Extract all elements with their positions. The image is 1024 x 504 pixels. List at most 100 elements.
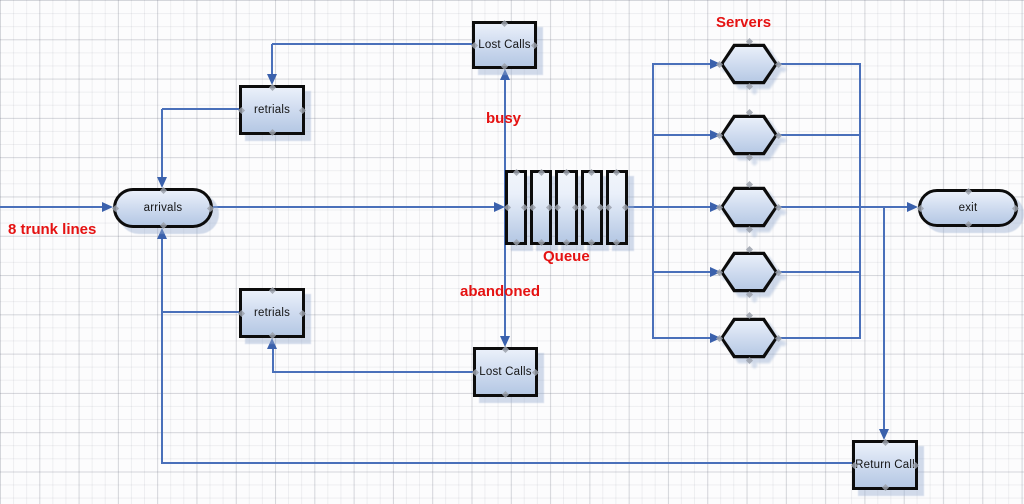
node-retrials-bottom[interactable]: retrials bbox=[237, 286, 307, 340]
annotation-servers[interactable]: Servers bbox=[716, 14, 772, 31]
connector-feedback-to-arrivals[interactable] bbox=[161, 239, 163, 464]
connector-server-rail-right[interactable] bbox=[859, 63, 861, 339]
connection-point bbox=[500, 62, 509, 71]
connection-point bbox=[503, 203, 512, 212]
connection-point bbox=[521, 203, 529, 212]
node-exit[interactable]: exit bbox=[916, 187, 1020, 229]
arrowhead bbox=[710, 130, 721, 140]
node-queue[interactable] bbox=[503, 168, 630, 247]
connection-point bbox=[881, 438, 889, 447]
arrowhead bbox=[157, 177, 167, 188]
node-server-3[interactable] bbox=[715, 180, 783, 234]
arrowhead bbox=[907, 202, 918, 212]
annotation-abandoned[interactable]: abandoned bbox=[460, 283, 541, 300]
connector-lost-calls-top-to-retrials[interactable] bbox=[271, 44, 273, 74]
connection-point bbox=[1011, 204, 1020, 212]
hexagon-fill bbox=[723, 46, 775, 82]
node-return-call[interactable]: Return Call bbox=[850, 438, 920, 492]
annotation-trunk-lines[interactable]: 8 trunk lines bbox=[8, 221, 97, 238]
connector-feed-server-5[interactable] bbox=[653, 337, 710, 339]
connector-server-5-out[interactable] bbox=[777, 337, 861, 339]
node-server-4[interactable] bbox=[715, 245, 783, 299]
connection-point bbox=[111, 204, 120, 212]
connector-lost-calls-bottom-to-retrials[interactable] bbox=[272, 349, 274, 372]
connector-retrials-top-out[interactable] bbox=[162, 108, 240, 110]
connector-busy-to-lost-calls-top[interactable] bbox=[504, 80, 506, 207]
connector-servers-to-exit[interactable] bbox=[777, 206, 907, 208]
arrowhead bbox=[710, 59, 721, 69]
node-label: retrials bbox=[253, 307, 291, 319]
arrowhead bbox=[494, 202, 505, 212]
connection-point bbox=[745, 153, 753, 162]
connection-point bbox=[470, 41, 479, 49]
connection-point bbox=[571, 203, 579, 212]
connector-server-4-out[interactable] bbox=[777, 271, 861, 273]
connection-point bbox=[529, 203, 537, 212]
node-label: retrials bbox=[253, 104, 291, 116]
node-lost-calls-bottom[interactable]: Lost Calls bbox=[471, 345, 540, 399]
connection-point bbox=[554, 203, 562, 212]
annotation-queue[interactable]: Queue bbox=[543, 248, 590, 265]
connector-feed-server-4[interactable] bbox=[653, 271, 710, 273]
connector-trunk-input[interactable] bbox=[0, 206, 103, 208]
connector-feed-server-1[interactable] bbox=[653, 63, 710, 65]
node-server-2[interactable] bbox=[715, 108, 783, 162]
connection-point bbox=[298, 309, 307, 317]
arrowhead bbox=[710, 333, 721, 343]
connection-point bbox=[512, 238, 520, 247]
connection-point bbox=[745, 225, 753, 234]
node-label: Lost Calls bbox=[478, 39, 531, 51]
connector-abandoned-to-lost-calls-bottom[interactable] bbox=[504, 207, 506, 336]
node-retrials-top[interactable]: retrials bbox=[237, 83, 307, 137]
connector-branch-to-return-call[interactable] bbox=[883, 207, 885, 429]
connection-point bbox=[159, 221, 167, 230]
connector-retrials-bottom-out[interactable] bbox=[162, 311, 240, 313]
connector-lost-calls-top-out[interactable] bbox=[272, 43, 472, 45]
connection-point bbox=[268, 286, 276, 295]
connection-point bbox=[911, 461, 920, 469]
connection-point bbox=[621, 203, 630, 212]
connection-point bbox=[964, 220, 972, 229]
connection-point bbox=[774, 334, 783, 342]
node-lost-calls-top[interactable]: Lost Calls bbox=[470, 19, 539, 71]
arrowhead bbox=[157, 228, 167, 239]
queue-slot bbox=[529, 168, 554, 247]
annotation-busy[interactable]: busy bbox=[486, 110, 522, 127]
hexagon-fill bbox=[723, 189, 775, 225]
queue-slot bbox=[554, 168, 579, 247]
connector-server-rail-left[interactable] bbox=[652, 63, 654, 339]
connection-point bbox=[604, 203, 612, 212]
connector-queue-to-servers[interactable] bbox=[628, 206, 710, 208]
arrowhead bbox=[267, 74, 277, 85]
connector-server-1-out[interactable] bbox=[777, 63, 861, 65]
arrowhead bbox=[500, 336, 510, 347]
connector-retrials-top-to-arrivals[interactable] bbox=[161, 109, 163, 177]
connector-arrivals-to-queue[interactable] bbox=[213, 206, 494, 208]
connection-point bbox=[613, 168, 621, 177]
connection-point bbox=[268, 331, 276, 340]
connector-return-call-out[interactable] bbox=[162, 462, 852, 464]
connection-point bbox=[237, 106, 246, 114]
node-label: Return Call bbox=[855, 459, 915, 471]
connector-lost-calls-bottom-out[interactable] bbox=[272, 371, 475, 373]
connection-point bbox=[268, 83, 276, 92]
hexagon-fill bbox=[723, 320, 775, 356]
connector-feed-server-2[interactable] bbox=[653, 134, 710, 136]
node-server-1[interactable] bbox=[715, 37, 783, 91]
connection-point bbox=[774, 268, 783, 276]
connection-point bbox=[298, 106, 307, 114]
connection-point bbox=[501, 390, 510, 399]
connection-point bbox=[964, 187, 972, 196]
connection-point bbox=[512, 168, 520, 177]
node-server-5[interactable] bbox=[715, 311, 783, 365]
arrowhead bbox=[710, 202, 721, 212]
node-arrivals[interactable]: arrivals bbox=[111, 186, 215, 230]
connection-point bbox=[596, 203, 604, 212]
connection-point bbox=[562, 238, 571, 247]
connection-point bbox=[546, 203, 554, 212]
connector-server-2-out[interactable] bbox=[777, 134, 861, 136]
arrowhead bbox=[710, 267, 721, 277]
arrowhead bbox=[500, 69, 510, 80]
node-label: Lost Calls bbox=[479, 366, 532, 378]
